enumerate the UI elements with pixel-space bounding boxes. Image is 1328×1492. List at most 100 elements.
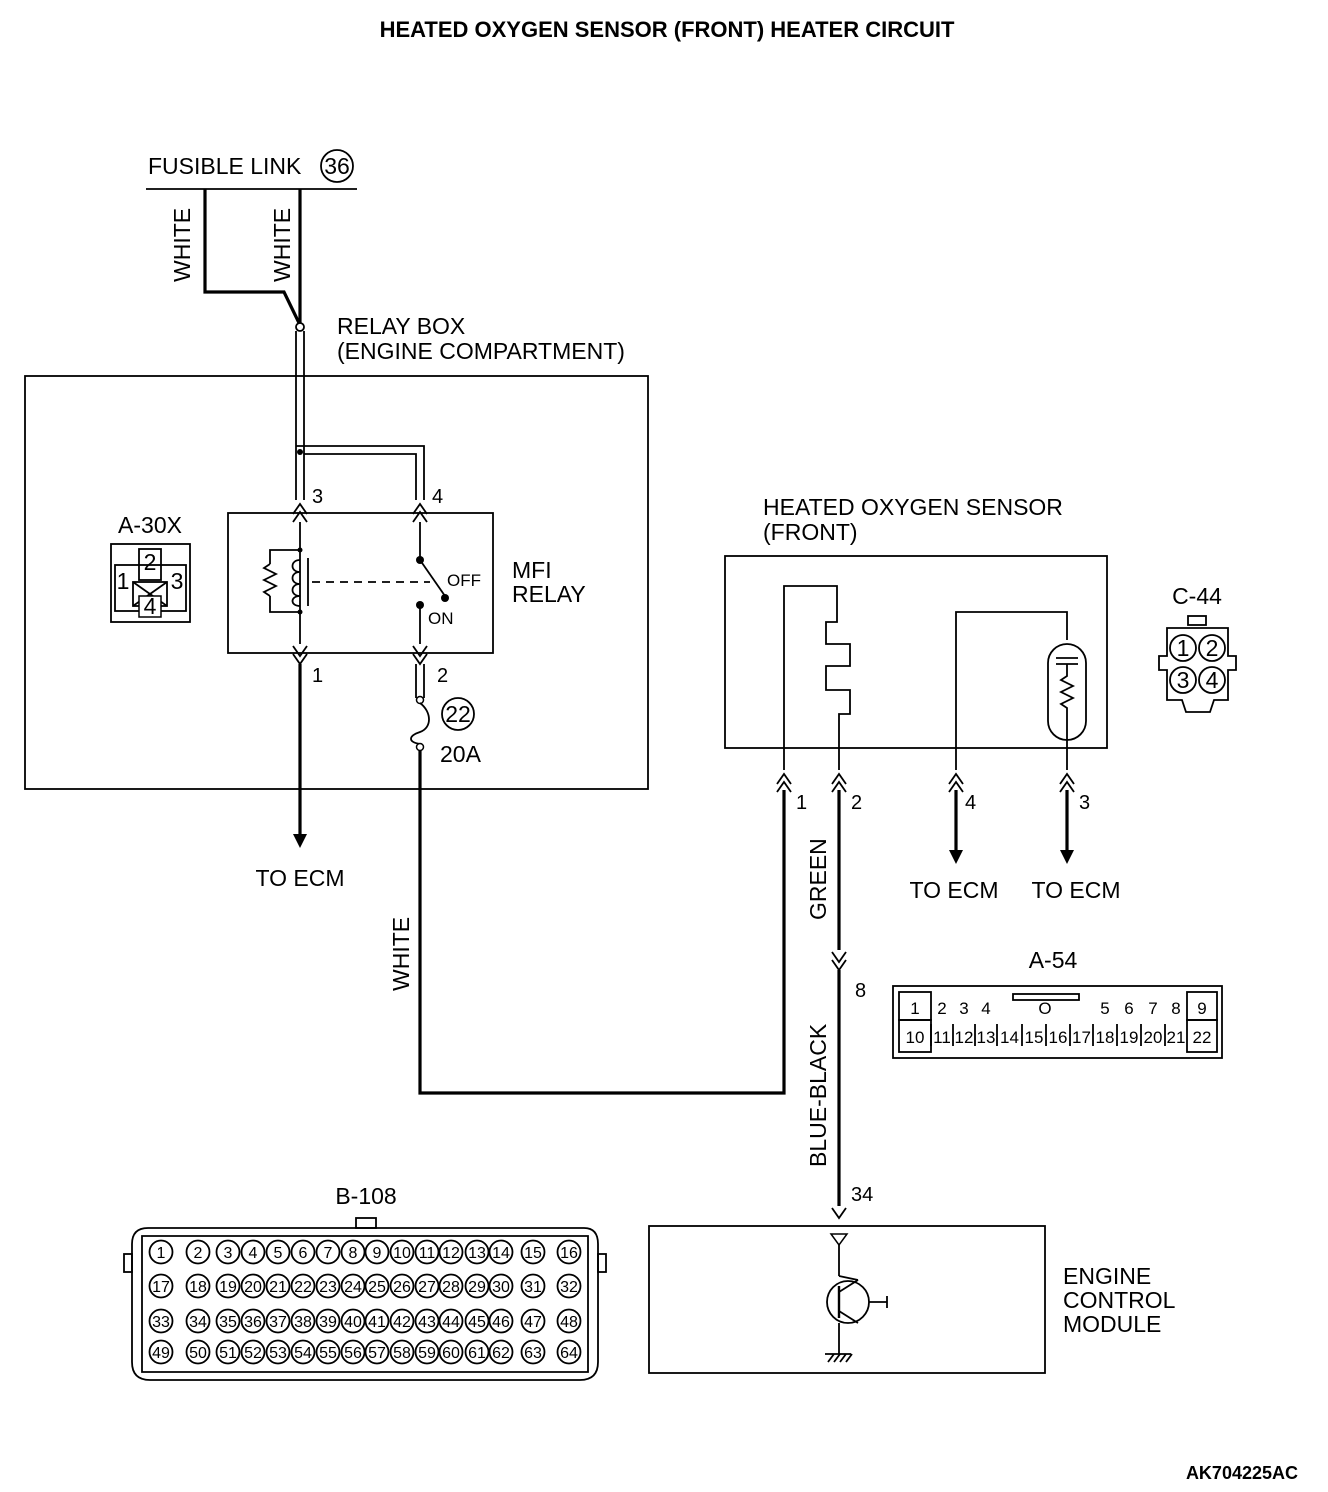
- junction-pin-label: 12: [955, 1028, 974, 1047]
- ecm-connector-pin-label: 64: [560, 1345, 578, 1362]
- ecm-outline: [648, 1225, 1046, 1374]
- ecm-connector-pin: [488, 1339, 514, 1365]
- relay-connector-pin-1: 1: [117, 568, 130, 594]
- junction-connector-id: A-54: [1029, 947, 1078, 973]
- ecm-connector-pin-label: 12: [442, 1245, 460, 1262]
- sensor-connector: C-44 1 2 3 4: [1158, 583, 1237, 713]
- ecm-connector-pin: [240, 1239, 266, 1265]
- junction-pin-label: 20: [1144, 1028, 1163, 1047]
- ecm-connector-pin-label: 45: [468, 1314, 486, 1331]
- engine-control-module: ENGINE CONTROL MODULE: [648, 1225, 1176, 1374]
- ecm-connector-pin: [556, 1339, 582, 1365]
- relay-connector-face: [110, 543, 191, 623]
- relay-pin1: 1: [312, 665, 323, 687]
- sensor-pin2: 2: [851, 792, 862, 814]
- ecm-connector-pin: [556, 1239, 582, 1265]
- ecm-pin34: 34: [851, 1184, 873, 1206]
- ecm-connector-pin: [315, 1308, 341, 1334]
- ecm-connector-pin-label: 6: [299, 1245, 308, 1262]
- ecm-connector-pin-label: 19: [219, 1279, 237, 1296]
- left-white-wire: [203, 189, 302, 326]
- ecm-connector-pin: [488, 1239, 514, 1265]
- junction-pin-label: O: [1038, 999, 1051, 1018]
- ecm-connector-pin-label: 33: [152, 1314, 170, 1331]
- ecm-connector-pin: [488, 1308, 514, 1334]
- sensor-connector-pin-1: 1: [1177, 635, 1190, 661]
- ecm-connector-pin: [265, 1239, 291, 1265]
- ecm-connector-pin: [148, 1273, 174, 1299]
- ecm-connector-pin: [148, 1339, 174, 1365]
- ecm-connector-pin-label: 1: [157, 1245, 166, 1262]
- ecm-connector-pin-label: 23: [319, 1279, 337, 1296]
- top-white-wires: WHITE WHITE: [169, 189, 305, 332]
- ecm-connector-pin: [414, 1273, 440, 1299]
- relay-pin2-connector-mark: [412, 645, 428, 666]
- ecm-connector-pin: [364, 1308, 390, 1334]
- relay-pin2: 2: [437, 665, 448, 687]
- ecm-connector-pin-label: 28: [442, 1279, 460, 1296]
- ecm-connector-pin: [464, 1273, 490, 1299]
- ecm-connector-pin: [340, 1239, 366, 1265]
- ecm-connector-pin-label: 21: [269, 1279, 287, 1296]
- ecm-connector-pin: [215, 1339, 241, 1365]
- sensor-pin4-to-ecm-label: TO ECM: [909, 877, 998, 903]
- relay-to-ecm-arrow: [293, 834, 307, 848]
- ecm-connector-pin: [290, 1239, 316, 1265]
- ecm-connector-pin: [265, 1273, 291, 1299]
- ecm-connector-pin-label: 5: [274, 1245, 283, 1262]
- relay-box-label-line1: RELAY BOX: [337, 313, 465, 339]
- fusible-link: FUSIBLE LINK 36: [146, 149, 357, 190]
- ecm-connector-pin-label: 54: [294, 1345, 312, 1362]
- relay-box: RELAY BOX (ENGINE COMPARTMENT) 3 4 MFI R…: [24, 313, 649, 790]
- junction-cell: [1186, 1019, 1218, 1053]
- ecm-connector-pin-label: 56: [344, 1345, 362, 1362]
- ecm-connector-pin-label: 30: [492, 1279, 510, 1296]
- ecm-connector-pin-label: 39: [319, 1314, 337, 1331]
- junction-pin8-connector-mark: [831, 951, 847, 972]
- ecm-connector-pin: [240, 1339, 266, 1365]
- ecm-connector-pin: [414, 1339, 440, 1365]
- sensor-element-resistor: [1058, 664, 1076, 770]
- ecm-connector-pin-label: 35: [219, 1314, 237, 1331]
- ecm-connector-pin-label: 9: [373, 1245, 382, 1262]
- ecm-label-line2: CONTROL: [1063, 1287, 1176, 1313]
- junction-pin-label: 1: [910, 999, 919, 1018]
- ecm-connector-pin: [438, 1339, 464, 1365]
- ecm-connector-pin: [414, 1308, 440, 1334]
- ecm-connector-pin: [185, 1273, 211, 1299]
- ecm-connector-pin: [520, 1308, 546, 1334]
- relay-connector-id: A-30X: [118, 512, 182, 538]
- ecm-connector-pin-label: 52: [244, 1345, 262, 1362]
- fuse-symbol: [410, 702, 430, 745]
- sensor-connector-pin-3: 3: [1177, 667, 1190, 693]
- ecm-connector-pin-label: 10: [393, 1245, 411, 1262]
- relay-pin3: 3: [312, 486, 323, 508]
- ecm-connector-pin-label: 61: [468, 1345, 486, 1362]
- ecm-connector-pin: [185, 1339, 211, 1365]
- sensor-connector-pin-4: 4: [1206, 667, 1219, 693]
- sensor-connector-shell: [1158, 627, 1237, 713]
- junction-pin-label: 14: [1000, 1028, 1019, 1047]
- relay-connector-pin-2: 2: [144, 549, 157, 575]
- ecm-connector-pin: [556, 1308, 582, 1334]
- ecm-connector-pin-label: 44: [442, 1314, 460, 1331]
- ecm-connector-pin-label: 26: [393, 1279, 411, 1296]
- ecm-connector-pin-label: 11: [419, 1245, 436, 1262]
- ecm-connector-pin-label: 20: [244, 1279, 262, 1296]
- ecm-connector-pin-label: 62: [492, 1345, 510, 1362]
- sensor-connector-pin-2: 2: [1206, 635, 1219, 661]
- ecm-connector-pin: [148, 1308, 174, 1334]
- junction-pin-label: 3: [959, 999, 968, 1018]
- ecm-connector-pin: [389, 1339, 415, 1365]
- ecm-connector-pin-label: 51: [219, 1345, 237, 1362]
- ecm-connector-pin: [464, 1239, 490, 1265]
- ecm-connector-pin-label: 43: [418, 1314, 436, 1331]
- ecm-connector-pin: [556, 1273, 582, 1299]
- junction-pin-label: 19: [1120, 1028, 1139, 1047]
- ecm-connector-pin-label: 15: [524, 1245, 542, 1262]
- ecm-connector-pin-label: 40: [344, 1314, 362, 1331]
- relay-coil: [261, 522, 309, 644]
- ecm-connector-pin: [290, 1308, 316, 1334]
- sensor-label-line2: (FRONT): [763, 519, 858, 545]
